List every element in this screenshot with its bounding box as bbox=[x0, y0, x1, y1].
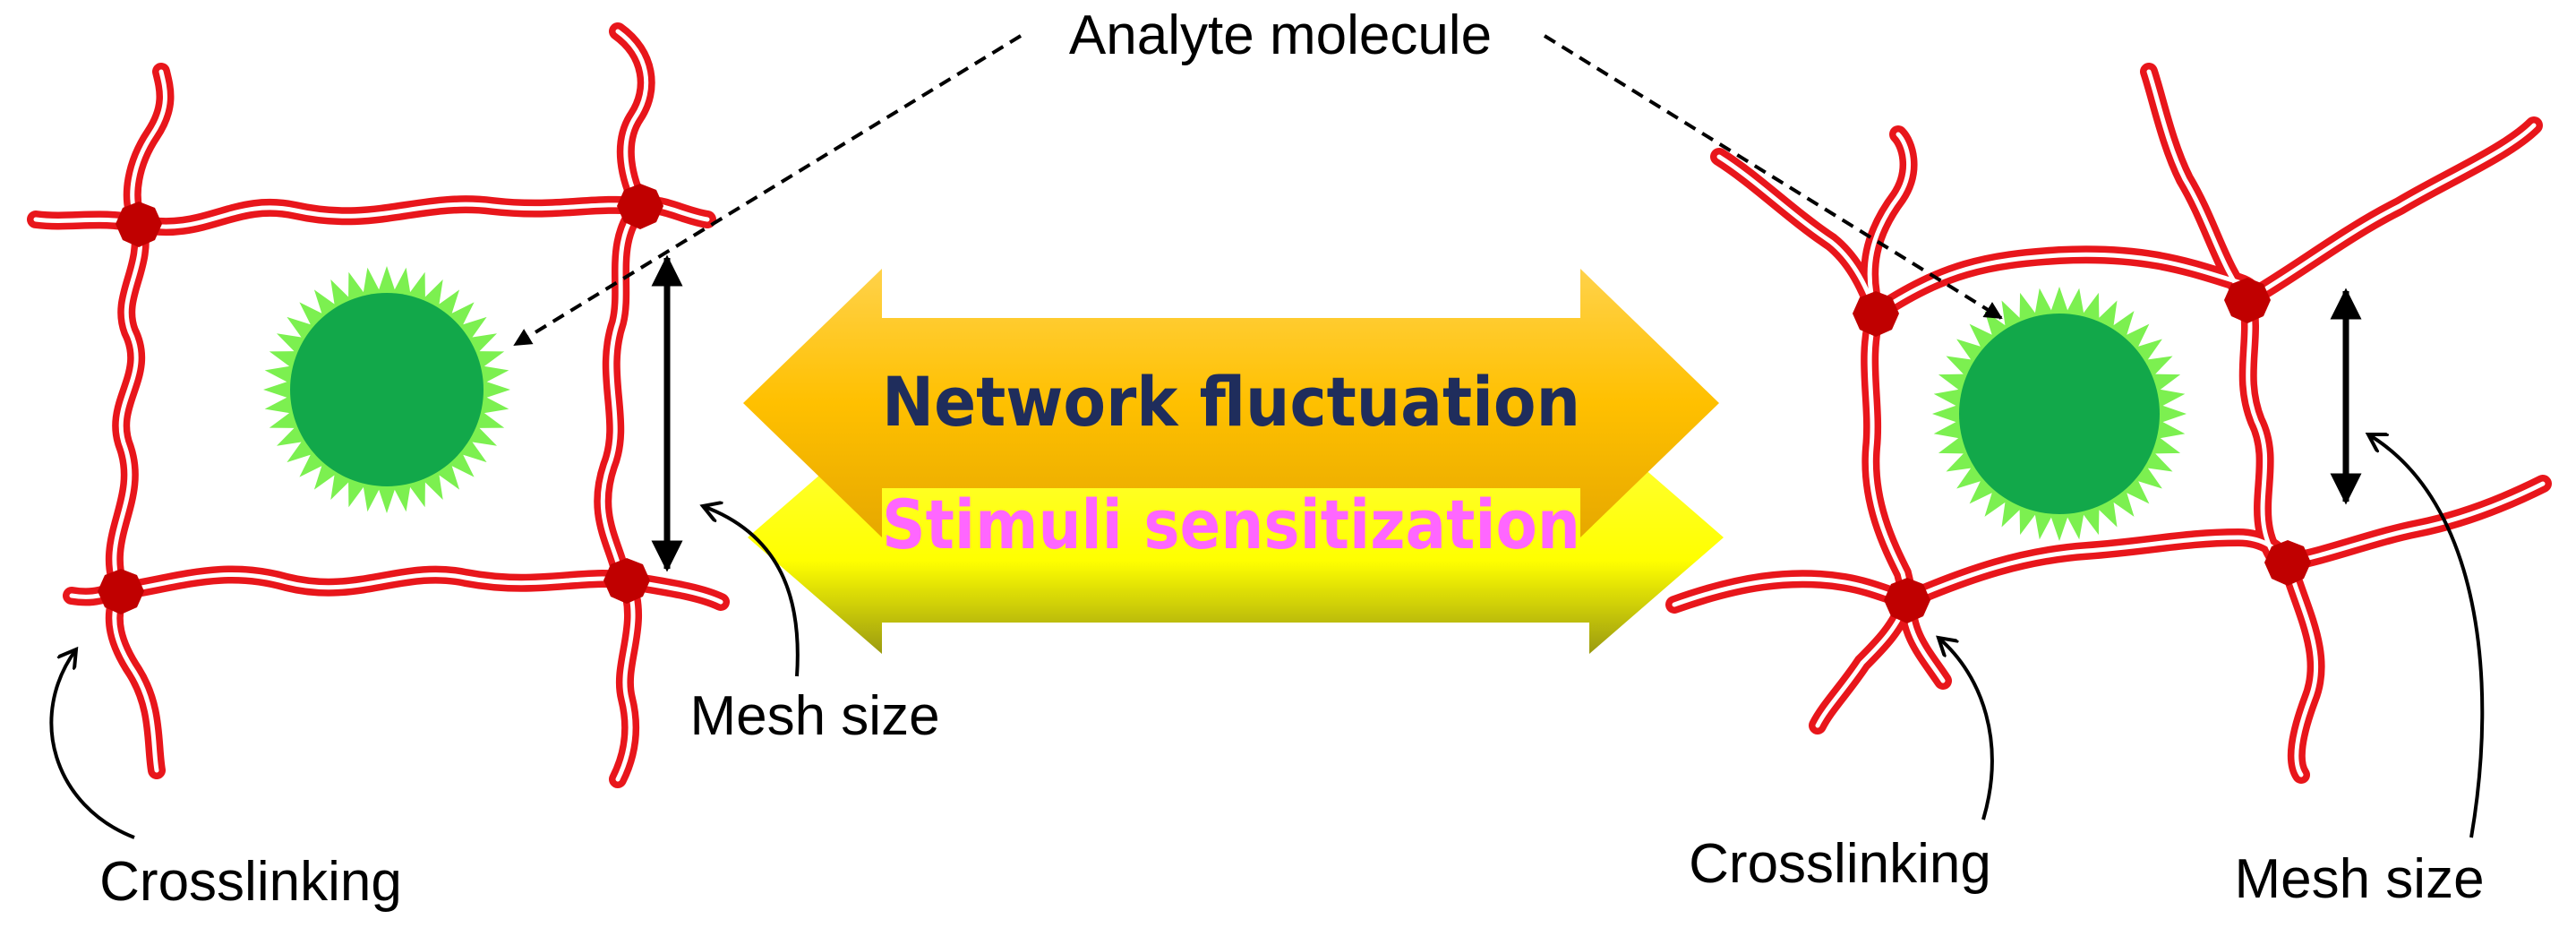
crosslinking-pointer-left bbox=[49, 649, 135, 839]
crosslinking-pointer-right bbox=[1938, 638, 1994, 820]
crosslinking-label-left: Crosslinking bbox=[99, 851, 402, 913]
crosslink-node bbox=[1853, 291, 1899, 337]
mesh-size-pointer-left bbox=[703, 506, 800, 677]
crosslink-node bbox=[116, 202, 162, 247]
analyte-molecule-label: Analyte molecule bbox=[1069, 4, 1492, 66]
annotations: Analyte molecule Mesh size Crosslinking … bbox=[49, 4, 2485, 913]
crosslink-node bbox=[603, 558, 650, 604]
analyte-pointer-left bbox=[513, 34, 1023, 347]
double-arrows: Network fluctuation Stimuli sensitizatio… bbox=[743, 269, 1724, 654]
analyte-core-left bbox=[290, 293, 484, 486]
crosslinking-label-right: Crosslinking bbox=[1689, 833, 1991, 895]
stimuli-sensitization-label: Stimuli sensitization bbox=[882, 485, 1580, 564]
network-fluctuation-label: Network fluctuation bbox=[882, 362, 1580, 442]
left-network bbox=[27, 22, 730, 788]
network-fluctuation-arrow bbox=[743, 269, 1719, 537]
crosslink-node bbox=[617, 184, 663, 229]
analyte-pointer-right bbox=[1543, 34, 2003, 320]
crosslink-node bbox=[2224, 278, 2271, 323]
mesh-size-label-left: Mesh size bbox=[689, 685, 939, 747]
crosslink-node bbox=[98, 569, 144, 614]
analyte-core-right bbox=[1959, 314, 2160, 514]
mesh-size-label-right: Mesh size bbox=[2234, 848, 2484, 910]
crosslink-node bbox=[2264, 540, 2311, 586]
right-network bbox=[1665, 63, 2552, 784]
mesh-size-pointer-right bbox=[2368, 434, 2485, 838]
crosslink-node bbox=[1884, 578, 1930, 623]
